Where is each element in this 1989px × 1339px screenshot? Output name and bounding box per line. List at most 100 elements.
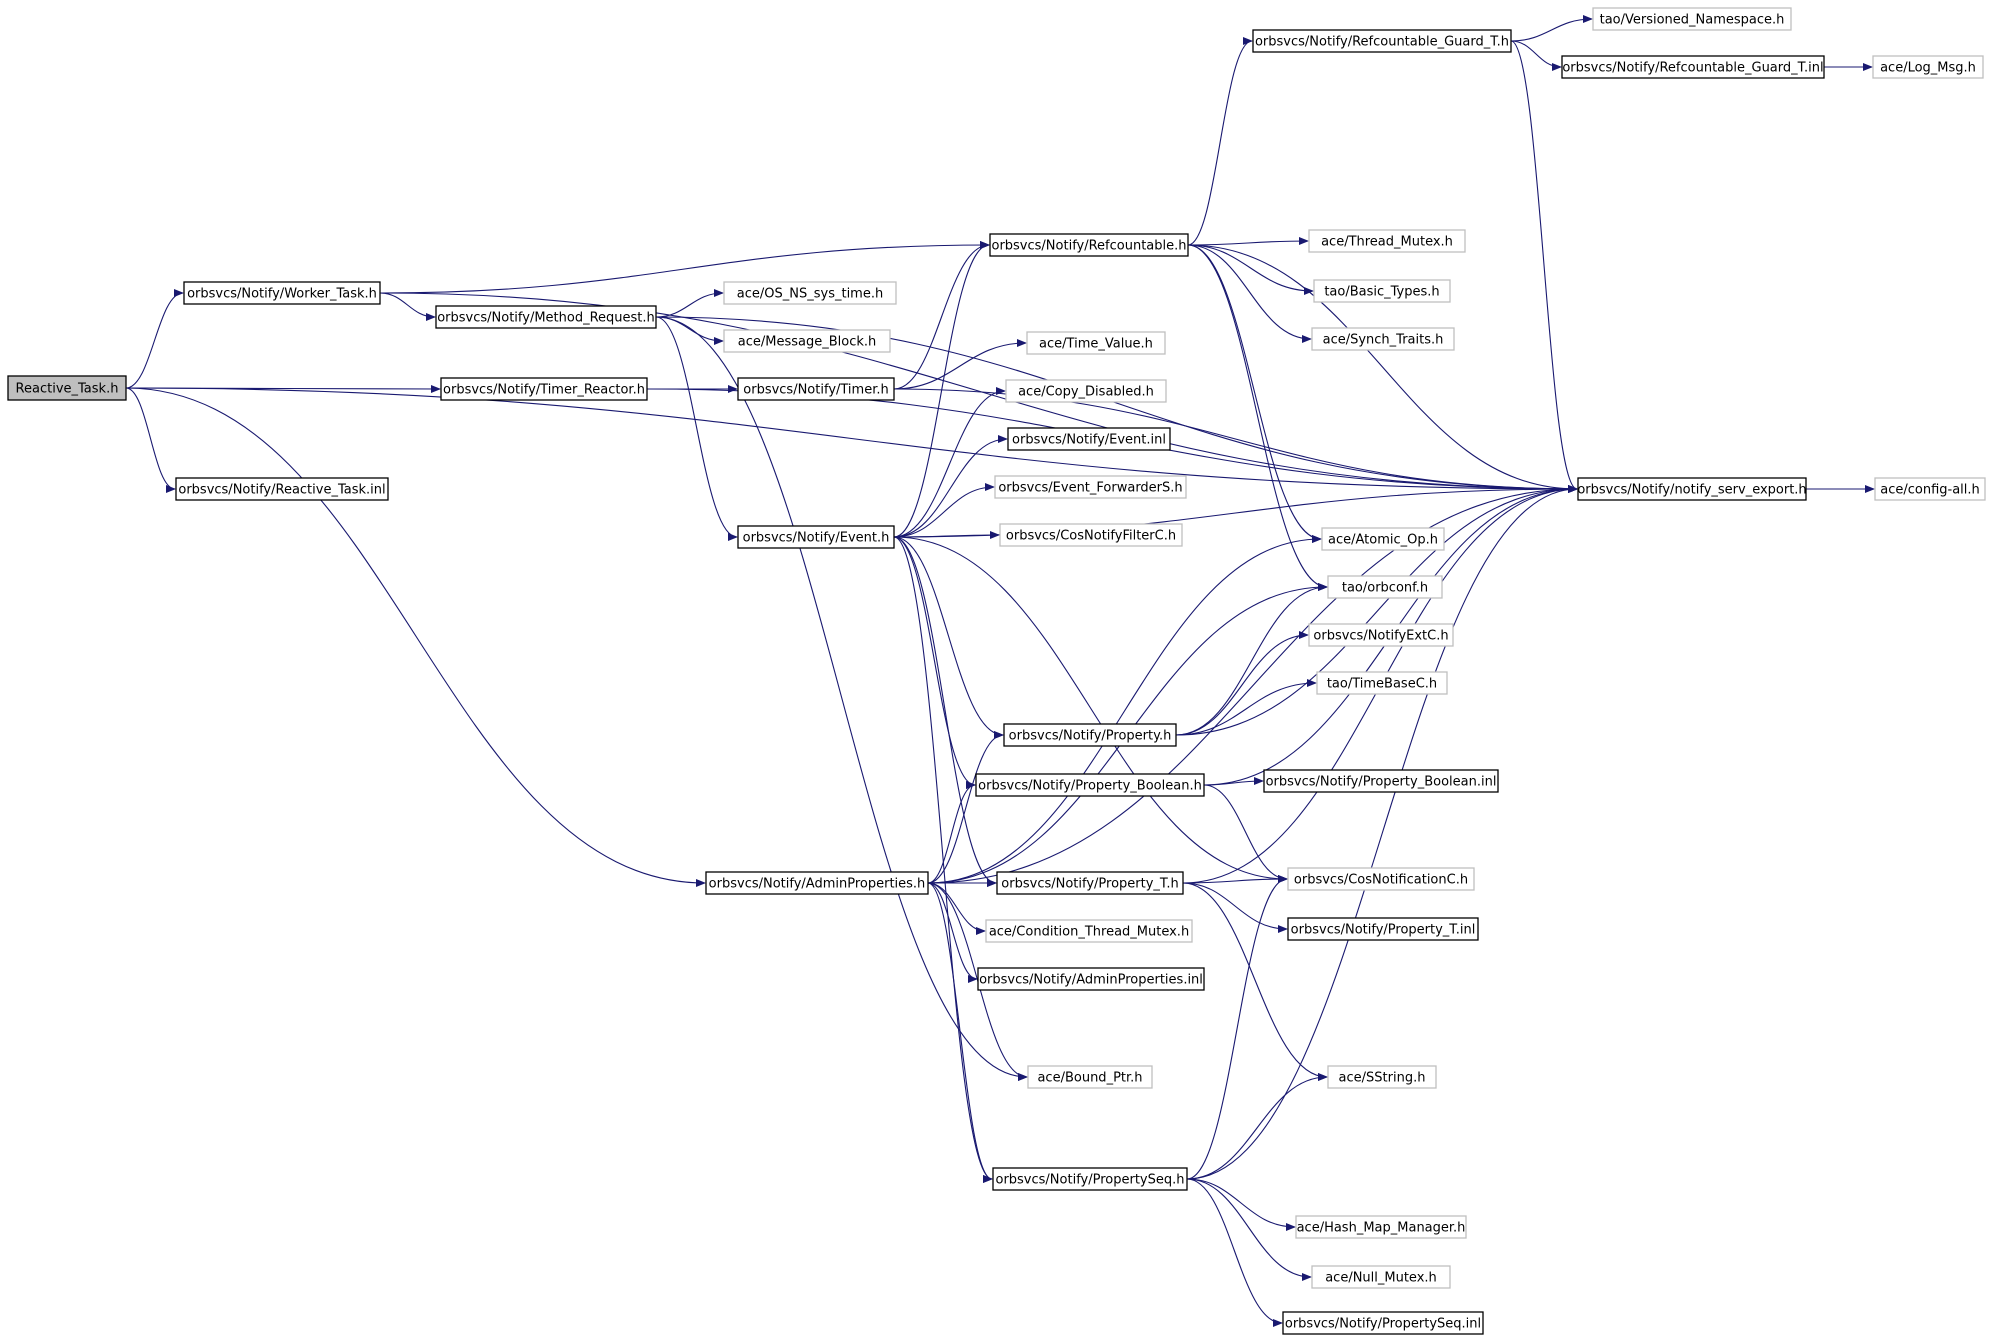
edge-reactive-task-to-reactive-task-inl — [125, 387, 176, 493]
node-adminproperties[interactable]: orbsvcs/Notify/AdminProperties.h — [705, 871, 929, 895]
node-box — [723, 281, 897, 305]
node-label: orbsvcs/Notify/Timer_Reactor.h — [443, 383, 645, 398]
node-label: orbsvcs/CosNotifyFilterC.h — [1006, 529, 1176, 544]
node-property[interactable]: orbsvcs/Notify/Property.h — [1003, 723, 1177, 747]
edge-property-t-to-cosnotificationc — [1182, 875, 1288, 884]
node-property-t-inl[interactable]: orbsvcs/Notify/Property_T.inl — [1287, 917, 1479, 941]
edge-propertyseq-to-null-mutex — [1186, 1178, 1312, 1281]
node-box — [1295, 1215, 1467, 1239]
node-notify-serv-export[interactable]: orbsvcs/Notify/notify_serv_export.h — [1577, 477, 1807, 501]
node-property-t[interactable]: orbsvcs/Notify/Property_T.h — [996, 871, 1184, 895]
node-label: orbsvcs/Notify/Property_Boolean.h — [978, 779, 1202, 794]
node-refcountable-guard-t[interactable]: orbsvcs/Notify/Refcountable_Guard_T.h — [1252, 29, 1512, 53]
node-propertyseq[interactable]: orbsvcs/Notify/PropertySeq.h — [992, 1167, 1188, 1191]
edge-refcountable-to-refcountable-guard-t — [1187, 37, 1253, 246]
node-label: orbsvcs/Notify/Worker_Task.h — [187, 287, 377, 302]
node-reactive-task[interactable]: Reactive_Task.h — [7, 375, 127, 401]
node-box — [435, 305, 657, 329]
node-box — [440, 377, 648, 401]
edge-refcountable-to-synch-traits — [1187, 244, 1312, 343]
edge-propertyseq-to-cosnotificationc — [1186, 875, 1288, 1180]
node-box — [723, 329, 891, 353]
node-label: orbsvcs/Notify/Method_Request.h — [437, 311, 655, 326]
node-timebasec: tao/TimeBaseC.h — [1316, 671, 1448, 695]
node-time-value: ace/Time_Value.h — [1026, 331, 1166, 355]
node-box — [1026, 331, 1166, 355]
node-label: orbsvcs/Notify/Refcountable_Guard_T.h — [1255, 35, 1509, 50]
node-timer-reactor[interactable]: orbsvcs/Notify/Timer_Reactor.h — [440, 377, 648, 401]
node-atomic-op: ace/Atomic_Op.h — [1321, 527, 1445, 551]
node-box — [1282, 1311, 1484, 1335]
node-property-boolean-inl[interactable]: orbsvcs/Notify/Property_Boolean.inl — [1263, 769, 1499, 793]
node-hash-map-manager: ace/Hash_Map_Manager.h — [1295, 1215, 1467, 1239]
node-label: ace/Hash_Map_Manager.h — [1297, 1221, 1466, 1236]
node-box — [985, 919, 1193, 943]
edge-refcountable-guard-t-to-notify-serv-export — [1510, 40, 1578, 493]
node-os-ns-sys-time: ace/OS_NS_sys_time.h — [723, 281, 897, 305]
edge-adminproperties-to-propertyseq — [927, 882, 993, 1183]
node-label: ace/Atomic_Op.h — [1328, 533, 1438, 548]
node-orbconf: tao/orbconf.h — [1327, 575, 1443, 599]
node-box — [992, 1167, 1188, 1191]
node-label: orbsvcs/CosNotificationC.h — [1294, 873, 1468, 888]
node-label: ace/Copy_Disabled.h — [1018, 385, 1154, 400]
edge-event-to-refcountable — [893, 241, 990, 538]
edge-adminproperties-to-notify-serv-export — [927, 485, 1578, 884]
node-versioned-namespace: tao/Versioned_Namespace.h — [1592, 7, 1792, 31]
node-label: tao/TimeBaseC.h — [1327, 677, 1437, 692]
node-label: orbsvcs/Notify/PropertySeq.inl — [1285, 1317, 1481, 1332]
node-timer[interactable]: orbsvcs/Notify/Timer.h — [737, 377, 895, 401]
node-label: orbsvcs/Notify/Property_T.inl — [1291, 923, 1476, 938]
node-label: orbsvcs/Notify/Refcountable.h — [991, 239, 1186, 254]
edge-method-request-to-os-ns-sys-time — [655, 289, 724, 318]
node-reactive-task-inl[interactable]: orbsvcs/Notify/Reactive_Task.inl — [175, 477, 389, 501]
node-label: orbsvcs/Event_ForwarderS.h — [998, 481, 1182, 496]
node-box — [1003, 723, 1177, 747]
node-method-request[interactable]: orbsvcs/Notify/Method_Request.h — [435, 305, 657, 329]
node-box — [999, 523, 1183, 547]
node-label: orbsvcs/Notify/Property_T.h — [1001, 877, 1178, 892]
node-box — [1561, 55, 1825, 79]
node-bound-ptr: ace/Bound_Ptr.h — [1027, 1065, 1153, 1089]
node-box — [1027, 1065, 1153, 1089]
node-box — [1313, 279, 1451, 303]
edge-worker-task-to-method-request — [379, 292, 436, 321]
node-box — [1327, 1065, 1437, 1089]
edge-propertyseq-to-propertyseq-inl — [1186, 1178, 1283, 1327]
node-property-boolean[interactable]: orbsvcs/Notify/Property_Boolean.h — [975, 773, 1205, 797]
node-box — [1263, 769, 1499, 793]
edge-propertyseq-to-hash-map-manager — [1186, 1178, 1296, 1231]
node-synch-traits: ace/Synch_Traits.h — [1311, 327, 1455, 351]
node-box — [1287, 867, 1475, 891]
edge-adminproperties-to-property-boolean — [927, 781, 976, 884]
node-log-msg: ace/Log_Msg.h — [1872, 55, 1984, 79]
node-event[interactable]: orbsvcs/Notify/Event.h — [737, 525, 895, 549]
node-refcountable-guard-t-inl[interactable]: orbsvcs/Notify/Refcountable_Guard_T.inl — [1561, 55, 1825, 79]
node-box — [1327, 575, 1443, 599]
node-event-inl[interactable]: orbsvcs/Notify/Event.inl — [1007, 427, 1171, 451]
node-label: ace/Condition_Thread_Mutex.h — [989, 925, 1189, 940]
node-box — [1311, 327, 1455, 351]
node-refcountable[interactable]: orbsvcs/Notify/Refcountable.h — [989, 233, 1189, 257]
node-label: ace/Null_Mutex.h — [1325, 1271, 1437, 1286]
node-label: tao/orbconf.h — [1342, 581, 1428, 596]
node-worker-task[interactable]: orbsvcs/Notify/Worker_Task.h — [183, 281, 381, 305]
node-label: orbsvcs/Notify/notify_serv_export.h — [1577, 483, 1806, 498]
node-label: orbsvcs/Notify/AdminProperties.inl — [979, 973, 1203, 988]
node-adminproperties-inl[interactable]: orbsvcs/Notify/AdminProperties.inl — [977, 967, 1205, 991]
node-box — [737, 525, 895, 549]
node-box — [1592, 7, 1792, 31]
node-propertyseq-inl[interactable]: orbsvcs/Notify/PropertySeq.inl — [1282, 1311, 1484, 1335]
edge-property-to-timebasec — [1175, 679, 1317, 736]
node-label: orbsvcs/Notify/Timer.h — [743, 383, 888, 398]
node-box — [996, 871, 1184, 895]
edge-event-to-event-forwarders — [893, 483, 995, 538]
node-label: ace/config-all.h — [1880, 483, 1980, 498]
node-event-forwarders: orbsvcs/Event_ForwarderS.h — [994, 475, 1187, 499]
edge-property-boolean-to-cosnotificationc — [1203, 784, 1288, 883]
edge-property-t-to-property-t-inl — [1182, 882, 1288, 933]
node-box — [977, 967, 1205, 991]
node-label: orbsvcs/Notify/Property_Boolean.inl — [1266, 775, 1497, 790]
edge-refcountable-guard-t-to-refcountable-guard-t-inl — [1510, 40, 1562, 71]
